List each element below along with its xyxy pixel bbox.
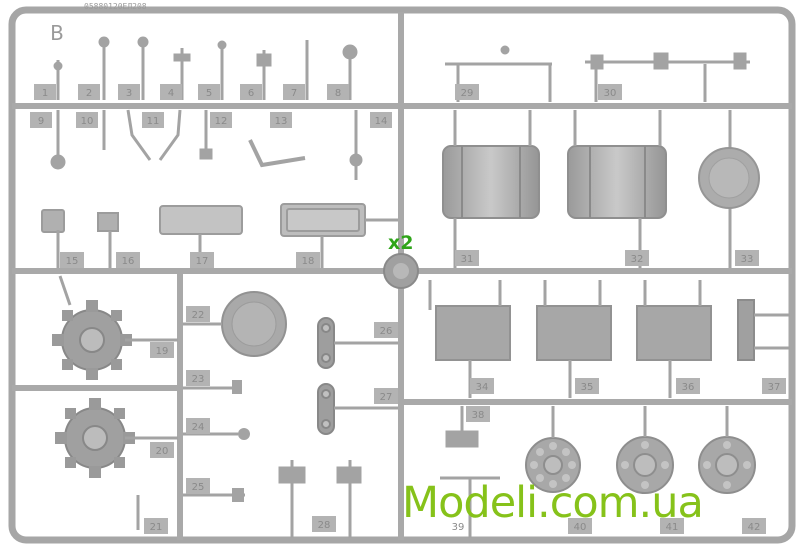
part-number-30: 30 xyxy=(604,88,617,99)
sprocket-part-20 xyxy=(55,398,135,478)
small-parts-row-three xyxy=(41,203,366,237)
disc-part-22 xyxy=(221,291,287,357)
sprue-code: 05880120ЕЛ208 xyxy=(84,2,147,11)
part-number-12: 12 xyxy=(215,116,228,127)
part-number-7: 7 xyxy=(291,88,297,99)
part-number-26: 26 xyxy=(380,326,393,337)
road-wheel-part-42 xyxy=(698,436,756,494)
part-number-tabs-top xyxy=(34,84,349,100)
part-number-17: 17 xyxy=(196,256,209,267)
part-number-29: 29 xyxy=(461,88,474,99)
part-number-42: 42 xyxy=(748,522,761,533)
part-number-38: 38 xyxy=(472,410,485,421)
part-number-36: 36 xyxy=(682,382,695,393)
part-number-tabs-row-two xyxy=(30,112,392,128)
part-number-24: 24 xyxy=(192,422,205,433)
part-number-9: 9 xyxy=(38,116,44,127)
small-parts-row-top xyxy=(53,36,358,100)
part-number-18: 18 xyxy=(302,256,315,267)
part-number-11: 11 xyxy=(147,116,160,127)
fuel-drum-part-31 xyxy=(442,145,540,219)
watermark: Modeli.com.ua xyxy=(402,478,704,528)
sprue-letter: B xyxy=(50,21,64,45)
part-number-32: 32 xyxy=(631,254,644,265)
small-parts-row-two xyxy=(50,109,363,180)
part-number-40: 40 xyxy=(574,522,587,533)
part-number-14: 14 xyxy=(375,116,388,127)
multiplier-label: x2 xyxy=(388,232,414,254)
part-number-1: 1 xyxy=(42,88,48,99)
part-number-6: 6 xyxy=(248,88,254,99)
part-number-15: 15 xyxy=(66,256,79,267)
part-number-tabs-row-three xyxy=(60,252,320,268)
part-number-39: 39 xyxy=(452,522,465,533)
part-number-2: 2 xyxy=(86,88,92,99)
part-number-37: 37 xyxy=(768,382,781,393)
part-number-31: 31 xyxy=(461,254,474,265)
part-number-41: 41 xyxy=(666,522,679,533)
link-parts-25-27 xyxy=(317,317,335,435)
fuel-drum-part-32 xyxy=(567,145,667,219)
part-number-22: 22 xyxy=(192,310,205,321)
sprue-center-hub xyxy=(383,253,419,289)
part-number-10: 10 xyxy=(81,116,94,127)
part-number-20: 20 xyxy=(156,446,169,457)
part-number-23: 23 xyxy=(192,374,205,385)
part-number-8: 8 xyxy=(335,88,341,99)
sprocket-part-19 xyxy=(52,300,132,380)
part-number-25: 25 xyxy=(192,482,205,493)
part-number-33: 33 xyxy=(741,254,754,265)
road-wheel-part-41 xyxy=(616,436,674,494)
part-number-4: 4 xyxy=(168,88,174,99)
bracket-part-37 xyxy=(737,299,755,361)
part-number-28: 28 xyxy=(318,520,331,531)
part-number-34: 34 xyxy=(476,382,489,393)
plate-parts-34-36 xyxy=(435,305,712,361)
part-number-21: 21 xyxy=(150,522,163,533)
part-number-19: 19 xyxy=(156,346,169,357)
part-number-5: 5 xyxy=(206,88,212,99)
part-number-35: 35 xyxy=(581,382,594,393)
part-number-13: 13 xyxy=(275,116,288,127)
part-number-16: 16 xyxy=(122,256,135,267)
lid-part-33 xyxy=(698,147,760,209)
rod-parts-29-30 xyxy=(445,45,750,102)
road-wheel-part-40 xyxy=(525,437,581,493)
part-number-3: 3 xyxy=(126,88,132,99)
part-number-27: 27 xyxy=(380,392,393,403)
